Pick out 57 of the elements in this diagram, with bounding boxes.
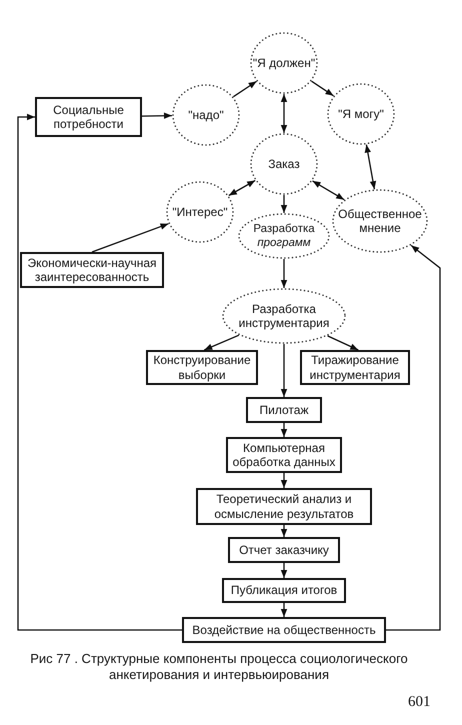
arrow: [280, 563, 288, 578]
page-number: 601: [408, 693, 430, 711]
arrow: [204, 334, 240, 351]
step-box: [228, 537, 340, 563]
node-label: Публикация итогов: [230, 583, 338, 598]
arrow: [311, 80, 334, 96]
arrow: [233, 80, 257, 98]
arrow: [280, 423, 288, 437]
node-label: Социальные потребности: [52, 102, 125, 132]
step-box: [20, 252, 164, 288]
double-arrow: [364, 144, 376, 190]
step-box: [226, 437, 342, 473]
arrow: [92, 223, 169, 253]
node-label: Компьютерная обработка данных: [232, 440, 336, 470]
concept-bubble: [222, 288, 346, 344]
node-label: Разработка инструментария: [238, 302, 330, 330]
node-label: Заказ: [267, 156, 301, 172]
arrow: [280, 195, 288, 213]
concept-bubble: [238, 213, 330, 259]
step-box: [196, 488, 372, 525]
step-box: [246, 397, 322, 423]
node-label: Конструирование выборки: [152, 353, 252, 382]
double-arrow: [280, 94, 288, 133]
arrow: [280, 344, 288, 397]
node-label: Воздействие на общественность: [191, 622, 377, 638]
double-arrow: [312, 180, 345, 200]
node-label: "надо": [187, 108, 225, 122]
node-label: "Я должен": [252, 56, 316, 70]
arrow: [280, 603, 288, 617]
node-label: Общественное мнение: [337, 206, 423, 236]
concept-bubble: [172, 84, 240, 146]
concept-bubble: [332, 189, 428, 253]
node-label: Разработка программ: [252, 222, 316, 250]
arrow: [386, 244, 441, 631]
step-box: [182, 617, 386, 643]
concept-bubble: [166, 181, 234, 243]
double-arrow: [228, 180, 256, 196]
node-label: Теоретический анализ и осмысление результатов: [213, 492, 355, 521]
node-label: Экономически-научная заинтересованность: [26, 256, 158, 284]
concept-bubble: [250, 133, 318, 195]
node-label: "Интерес": [171, 204, 229, 220]
node-label: Отчет заказчику: [238, 542, 330, 558]
arrow: [142, 112, 172, 119]
concept-bubble: [327, 83, 395, 145]
arrow: [280, 525, 288, 537]
step-box: [146, 350, 258, 385]
concept-bubble: [250, 32, 318, 94]
figure-caption: Рис 77 . Структурные компоненты процесса социологического анкетирования и интервьюирования: [29, 651, 409, 683]
node-label: "Я могу": [337, 106, 385, 122]
arrow: [280, 259, 288, 288]
node-label: Тиражирование инструментария: [308, 353, 402, 382]
step-box: [222, 578, 346, 603]
step-box: [35, 97, 142, 137]
arrow: [280, 473, 288, 488]
node-label: Пилотаж: [258, 402, 310, 418]
arrow: [17, 114, 182, 631]
step-box: [300, 350, 410, 385]
